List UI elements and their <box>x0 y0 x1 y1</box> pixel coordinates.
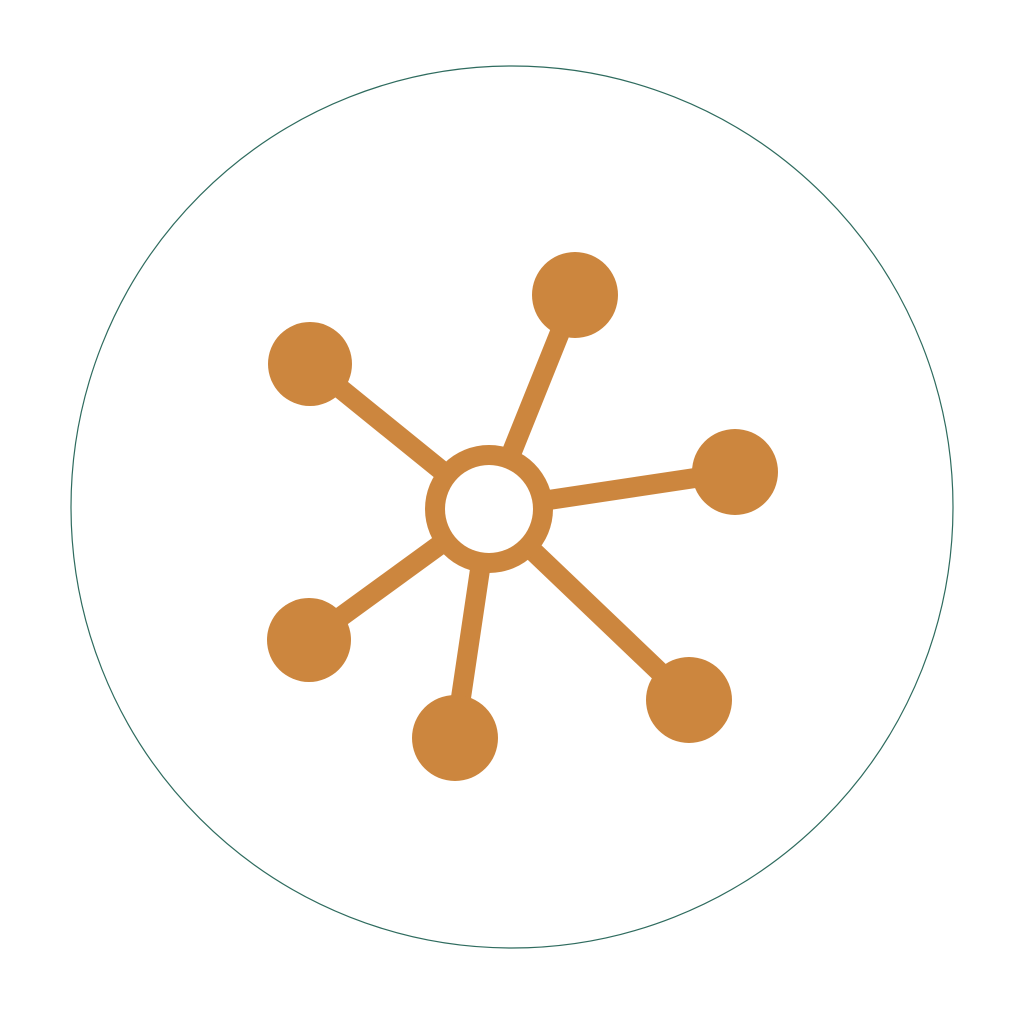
node-bottom-left <box>267 598 351 682</box>
node-top-left <box>268 322 352 406</box>
hub-center <box>445 465 533 553</box>
node-bottom <box>412 695 498 781</box>
node-bottom-right <box>646 657 732 743</box>
node-top-right <box>532 252 618 338</box>
outline-ring <box>70 65 954 949</box>
satellite-nodes <box>267 252 778 781</box>
node-right <box>692 429 778 515</box>
